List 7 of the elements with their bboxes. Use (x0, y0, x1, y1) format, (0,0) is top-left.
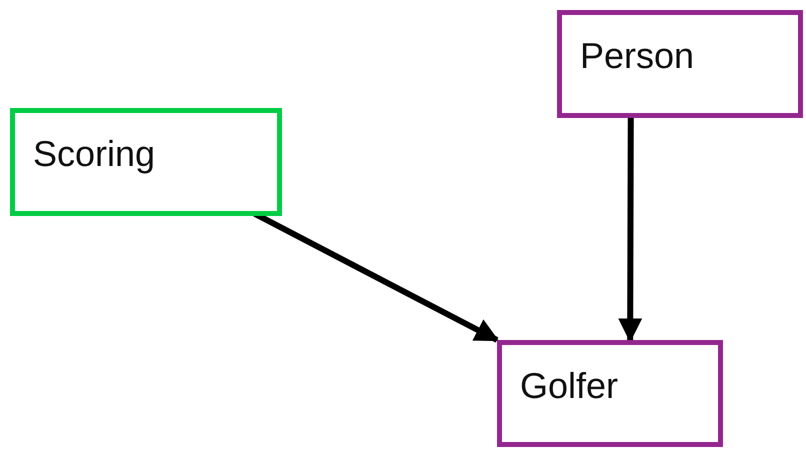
entity-name: Scoring (33, 133, 156, 174)
entity-box (497, 340, 723, 447)
arrow (618, 118, 642, 342)
entity-box (10, 108, 282, 216)
entity-name: Person (580, 35, 694, 76)
entity-name: Golfer (520, 365, 618, 406)
entity-box (557, 10, 803, 118)
